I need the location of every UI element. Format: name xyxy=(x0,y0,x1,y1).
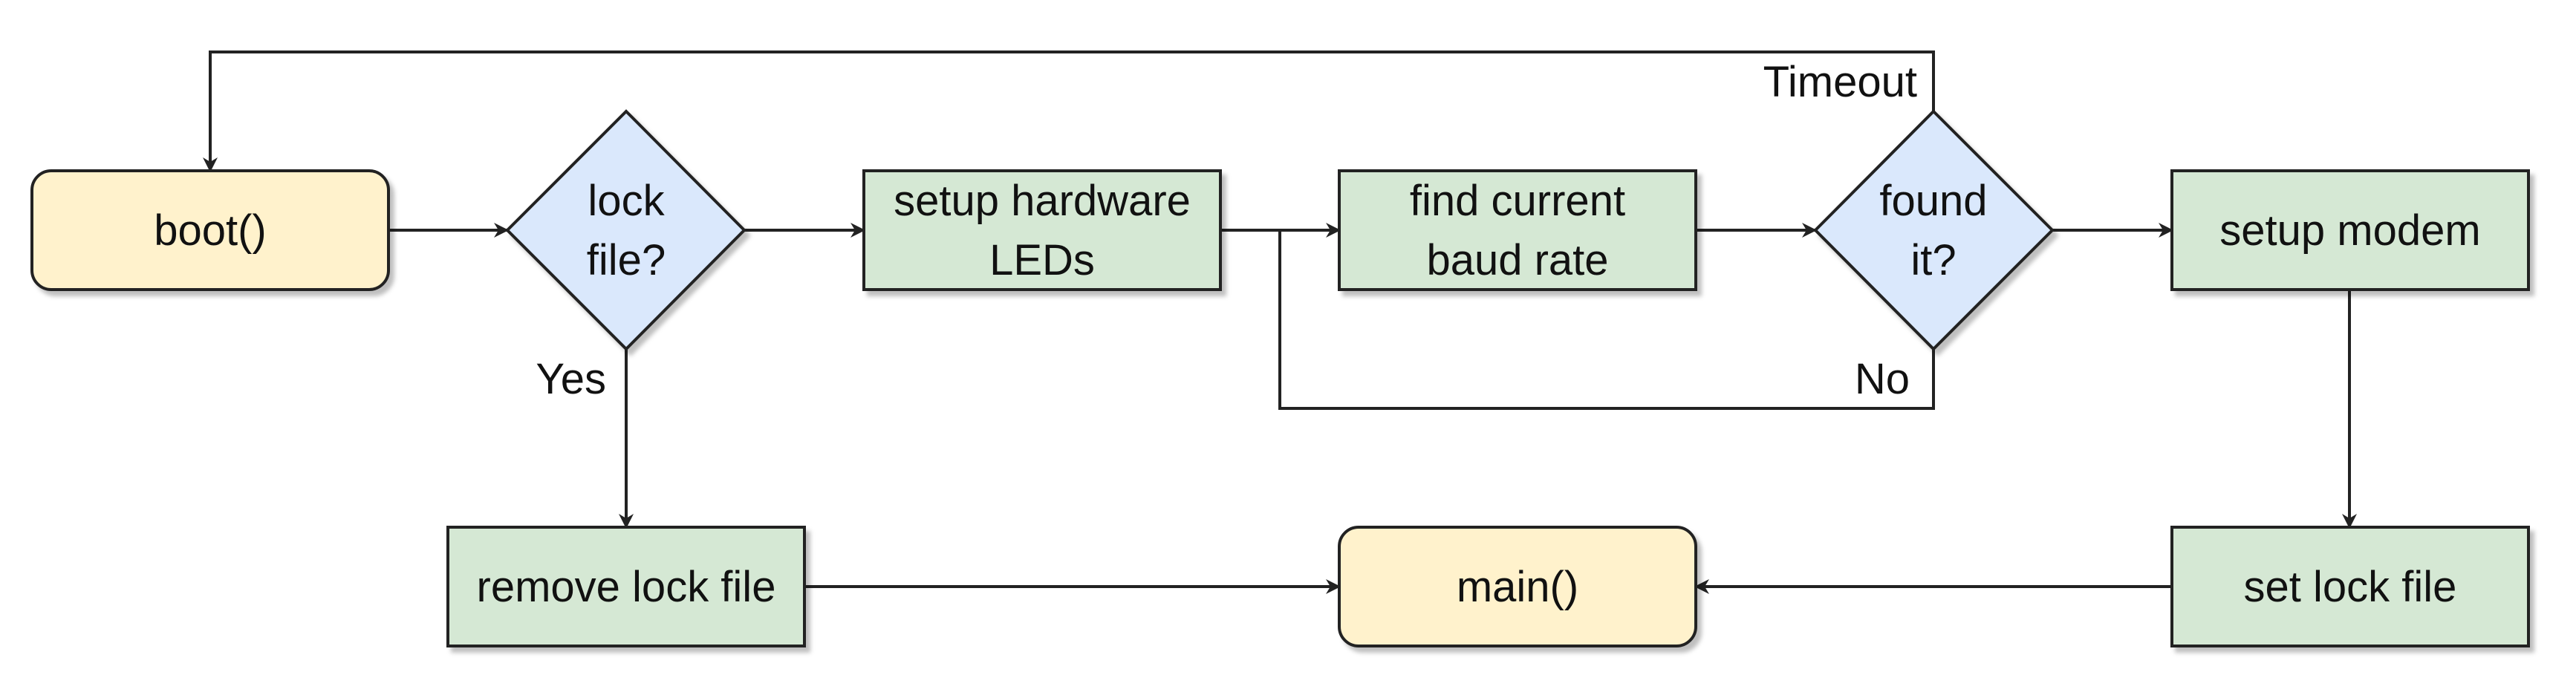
edge-no-loop-to-find-baud xyxy=(1278,230,1935,410)
setup-hardware-label-line1: setup hardware xyxy=(894,177,1191,225)
setup-modem-node xyxy=(2170,169,2530,291)
setup-modem-label: setup modem xyxy=(2219,206,2480,255)
setup-hardware-node xyxy=(862,169,1222,291)
remove-lock-label: remove lock file xyxy=(477,563,776,611)
find-baud-label-line1: find current xyxy=(1410,177,1625,225)
main-label: main() xyxy=(1457,563,1578,611)
edge-timeout-loop-to-boot xyxy=(203,50,1935,172)
set-lock-node xyxy=(2170,526,2530,647)
main-node xyxy=(1338,526,1697,647)
yes-label: Yes xyxy=(536,355,606,403)
found-label-line2: it? xyxy=(1910,236,1956,284)
find-baud-label-line2: baud rate xyxy=(1426,236,1608,284)
found-decision xyxy=(1813,109,2055,351)
boot-label: boot() xyxy=(154,206,267,255)
lock-file-label-line1: lock xyxy=(588,177,665,225)
lock-file-decision xyxy=(505,109,747,351)
remove-lock-node xyxy=(446,526,806,647)
set-lock-label: set lock file xyxy=(2244,563,2457,611)
found-label-line1: found xyxy=(1879,177,1987,225)
timeout-label: Timeout xyxy=(1763,58,1917,106)
no-label: No xyxy=(1855,355,1910,403)
boot-node xyxy=(30,169,390,291)
lock-file-label-line2: file? xyxy=(587,236,666,284)
setup-hardware-label-line2: LEDs xyxy=(989,236,1095,284)
find-baud-node xyxy=(1338,169,1697,291)
